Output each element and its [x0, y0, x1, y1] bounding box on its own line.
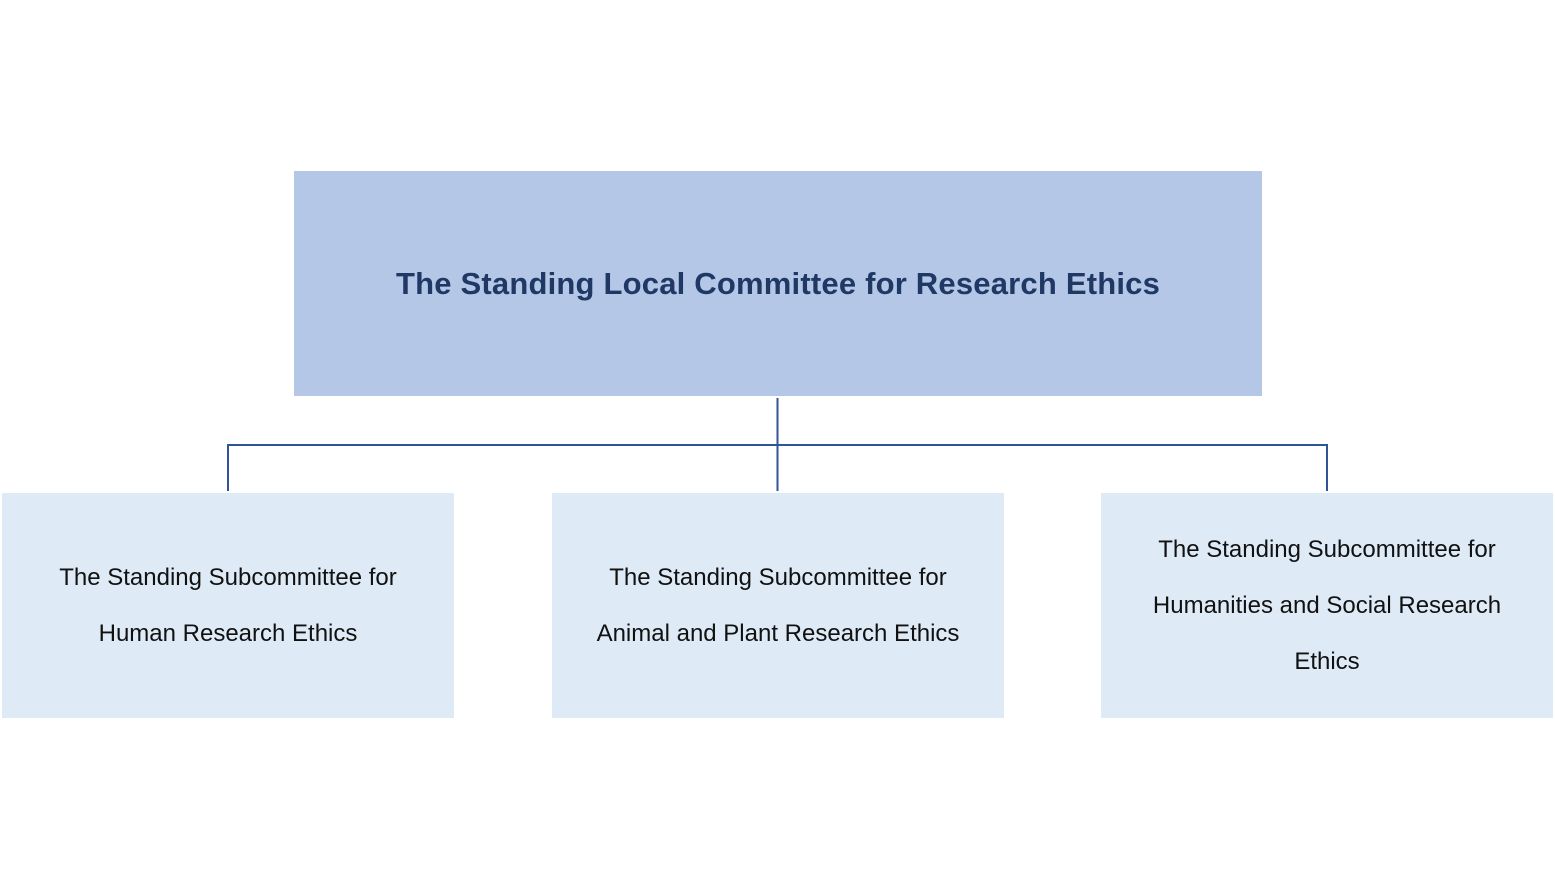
- subcommittee-label-animal-plant: The Standing Subcommittee for Animal and…: [596, 563, 960, 647]
- root-committee-box: The Standing Local Committee for Researc…: [294, 171, 1262, 396]
- root-committee-label: The Standing Local Committee for Researc…: [395, 265, 1161, 301]
- subcommittee-box-human: The Standing Subcommittee for Human Rese…: [2, 493, 454, 718]
- subcommittee-label-human: The Standing Subcommittee for Human Rese…: [59, 563, 397, 647]
- subcommittee-box-animal-plant: The Standing Subcommittee for Animal and…: [552, 493, 1004, 718]
- subcommittee-label-humanities: The Standing Subcommittee for Humanities…: [1152, 535, 1502, 675]
- subcommittee-box-humanities: The Standing Subcommittee for Humanities…: [1101, 493, 1553, 718]
